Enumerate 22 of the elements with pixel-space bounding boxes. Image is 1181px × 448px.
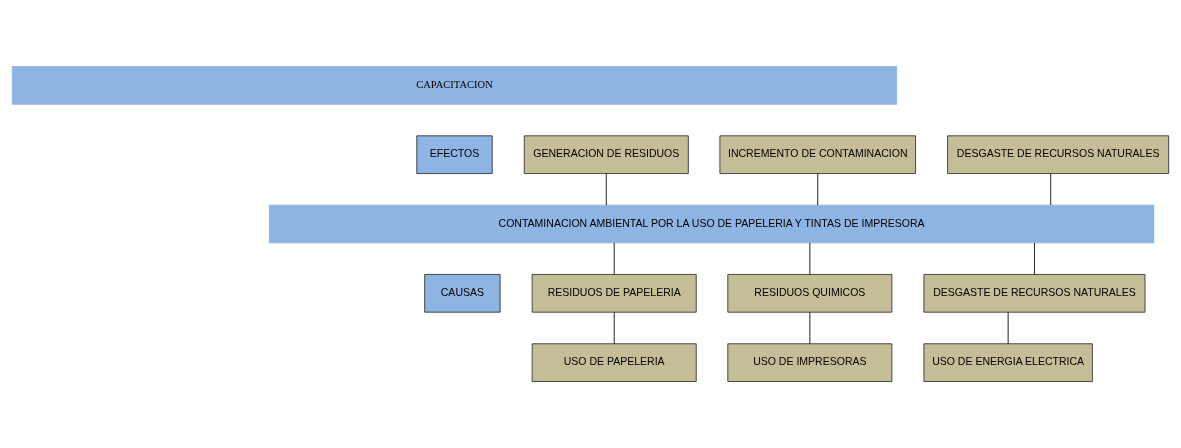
connector — [817, 173, 819, 206]
node-box: USO DE IMPRESORAS — [727, 343, 893, 382]
connector — [613, 242, 615, 275]
connector — [1050, 173, 1052, 206]
connector — [613, 311, 615, 345]
connector — [809, 311, 811, 345]
node-box: EFECTOS — [416, 135, 493, 174]
node-box: RESIDUOS DE PAPELERIA — [531, 274, 697, 313]
node-box: CONTAMINACION AMBIENTAL POR LA USO DE PAPELERIA Y TINTAS DE IMPRESORA — [268, 204, 1155, 244]
node-box: DESGASTE DE RECURSOS NATURALES — [923, 274, 1146, 313]
connector — [809, 242, 811, 275]
node-box: DESGASTE DE RECURSOS NATURALES — [947, 135, 1170, 174]
node-box: INCREMENTO DE CONTAMINACION — [719, 135, 916, 174]
node-box: USO DE PAPELERIA — [531, 343, 697, 382]
node-box: GENERACION DE RESIDUOS — [523, 135, 689, 174]
node-box: USO DE ENERGIA ELECTRICA — [923, 343, 1093, 382]
node-box: CAUSAS — [424, 274, 501, 313]
connector — [1007, 311, 1009, 345]
connector — [1034, 242, 1035, 275]
connector — [605, 173, 607, 206]
node-box: RESIDUOS QUIMICOS — [727, 274, 893, 313]
node-box: CAPACITACION — [11, 66, 898, 105]
